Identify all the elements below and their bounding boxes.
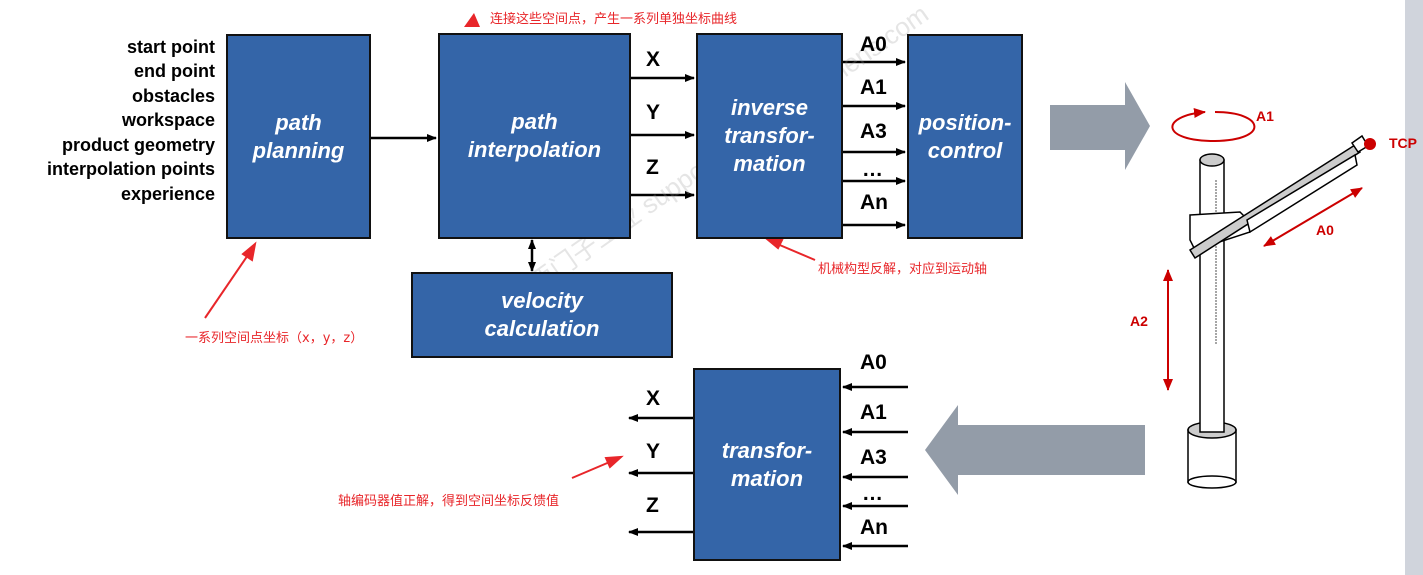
feedback-axis-an: An: [860, 516, 888, 539]
path-interpolation-block: path interpolation: [438, 33, 631, 239]
output-label-z: Z: [646, 494, 659, 517]
axis-label-a3: A3: [860, 120, 887, 143]
big-left-arrow: [925, 405, 1145, 495]
coord-label-y: Y: [646, 101, 661, 124]
path-planning-block: path planning: [226, 34, 371, 239]
feedback-axis-ellipsis: …: [862, 482, 883, 505]
robot-label-a0: A0: [1316, 222, 1334, 238]
axis-label-a0: A0: [860, 33, 887, 56]
big-right-arrow: [1050, 82, 1150, 170]
transformation-block: transfor- mation: [693, 368, 841, 561]
axis-label-an: An: [860, 191, 888, 214]
right-edge-strip: [1405, 0, 1423, 575]
input-item: interpolation points: [47, 159, 215, 179]
output-label-x: X: [646, 387, 661, 410]
feedback-axis-a0: A0: [860, 351, 887, 374]
feedback-axis-a3: A3: [860, 446, 887, 469]
annotation-bottom: 轴编码器值正解，得到空间坐标反馈值: [338, 494, 560, 509]
axis-label-a1: A1: [860, 76, 887, 99]
output-label-y: Y: [646, 440, 661, 463]
position-control-block: position- control: [907, 34, 1023, 239]
velocity-calculation-block: velocity calculation: [411, 272, 673, 358]
input-item: end point: [134, 61, 215, 81]
coord-label-x: X: [646, 48, 661, 71]
input-item: start point: [127, 37, 215, 57]
annotation-inverse: 机械构型反解，对应到运动轴: [818, 262, 988, 277]
robot-label-a2: A2: [1130, 313, 1148, 329]
inverse-transformation-block: inverse transfor- mation: [696, 33, 843, 239]
flow-arrows: [370, 58, 908, 550]
input-item: product geometry: [61, 135, 215, 155]
input-item: workspace: [121, 110, 215, 130]
robot-label-a1: A1: [1256, 108, 1274, 124]
input-item: experience: [120, 184, 215, 204]
robot-motion-arrows: [1163, 107, 1363, 391]
input-item: obstacles: [131, 86, 215, 106]
axis-label-ellipsis: …: [862, 158, 883, 181]
tcp-point: [1364, 138, 1376, 150]
annotation-top: 连接这些空间点，产生一系列单独坐标曲线: [490, 12, 738, 27]
robot-figure: [1187, 134, 1370, 489]
annotation-left: 一系列空间点坐标（x，y，z）: [185, 331, 364, 346]
feedback-axis-a1: A1: [860, 401, 887, 424]
coord-label-z: Z: [646, 156, 659, 179]
annotation-pointers: [204, 13, 816, 479]
robot-label-tcp: TCP: [1389, 135, 1417, 151]
